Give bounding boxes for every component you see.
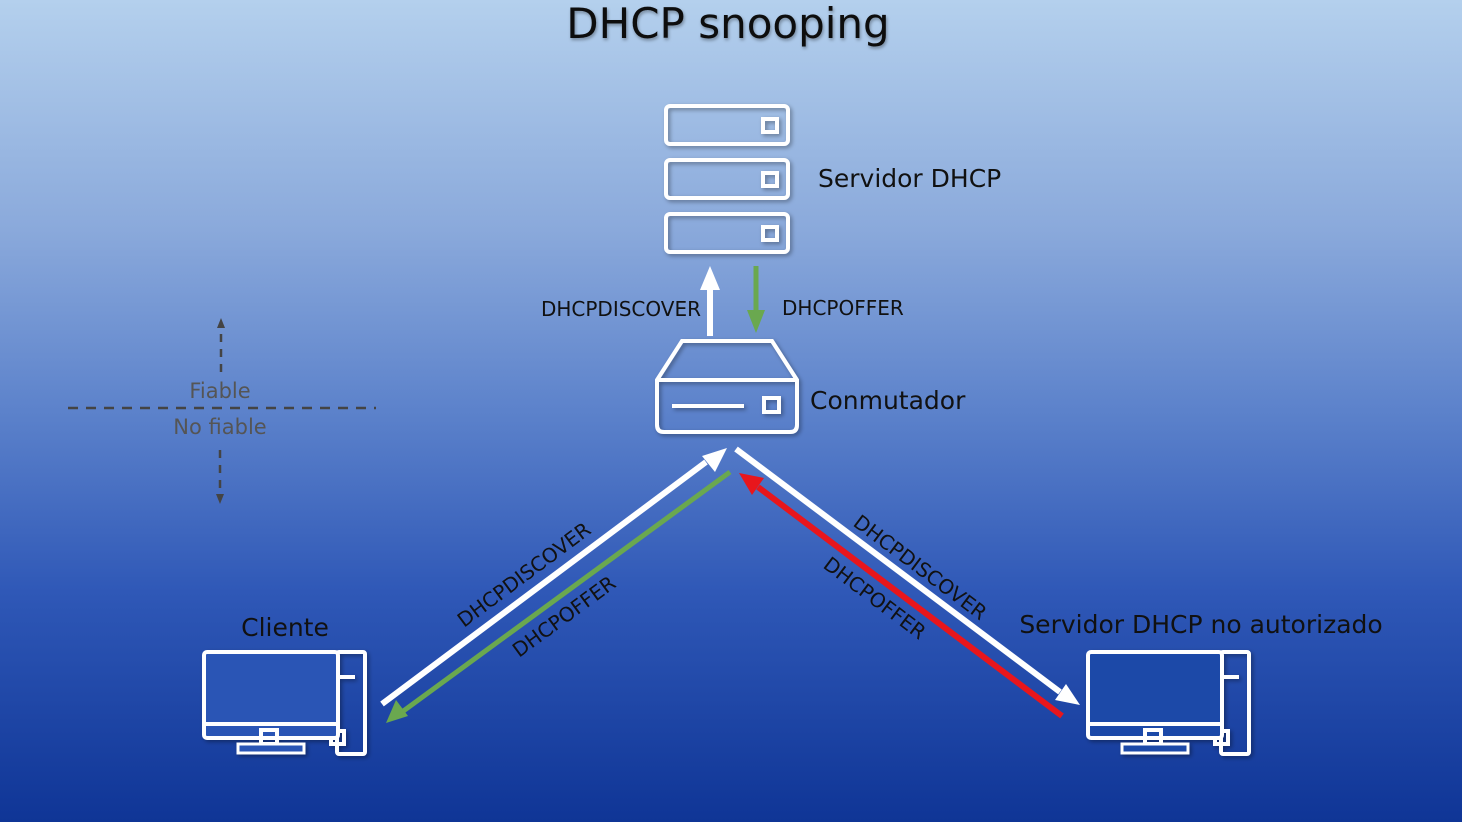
rogue-discover-arrow (734, 446, 1080, 705)
trusted-zone-label: Fiable (189, 379, 250, 403)
switch-label: Conmutador (810, 386, 966, 415)
rogue-server-computer-icon (1086, 650, 1251, 756)
rogue-server-label: Servidor DHCP no autorizado (1019, 610, 1382, 639)
dhcp-server-icon (664, 104, 790, 254)
server-offer-arrow (747, 266, 765, 333)
server-label: Servidor DHCP (818, 164, 1001, 193)
client-discover-arrow (380, 448, 727, 707)
client-label: Cliente (241, 613, 329, 642)
switch-icon (655, 339, 799, 434)
rogue-offer-arrow (739, 473, 1064, 719)
server-offer-label: DHCPOFFER (782, 296, 904, 320)
client-computer-icon (202, 650, 367, 756)
client-offer-arrow (386, 469, 732, 723)
page-title: DHCP snooping (566, 0, 889, 48)
trust-boundary (68, 318, 376, 504)
server-discover-arrow (700, 266, 720, 336)
server-discover-label: DHCPDISCOVER (541, 297, 701, 321)
untrusted-zone-label: No fiable (173, 415, 266, 439)
